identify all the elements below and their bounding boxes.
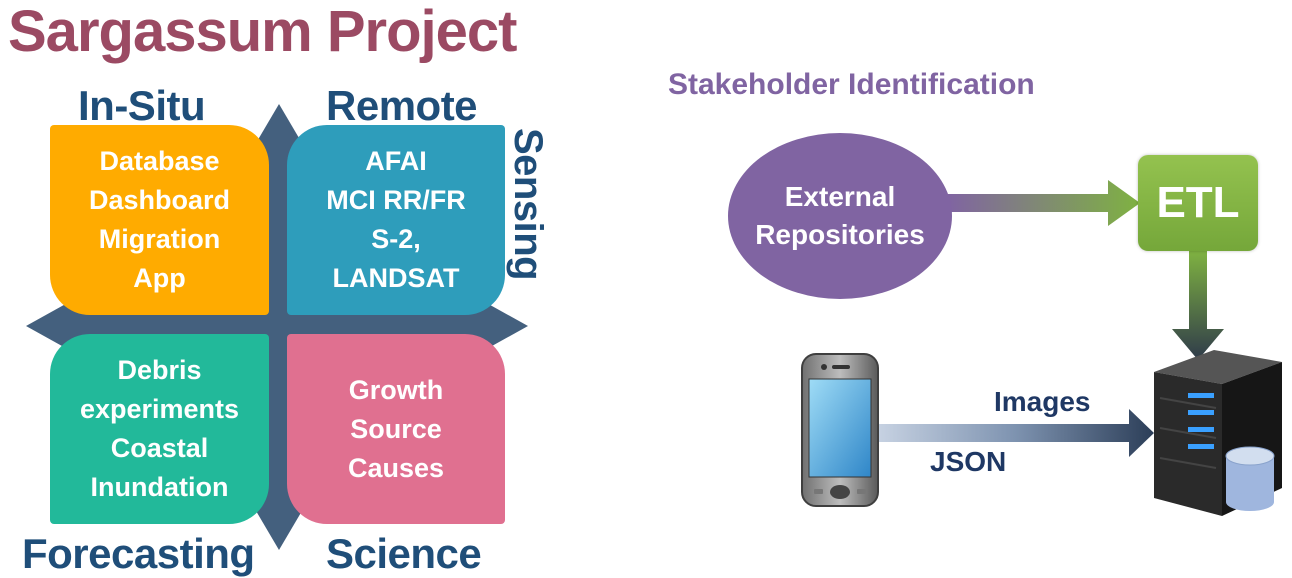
database-icon: [1225, 446, 1275, 511]
json-label: JSON: [930, 446, 1007, 477]
quad-line: Database: [99, 146, 220, 176]
quad-line: LANDSAT: [332, 263, 460, 293]
quad-line: App: [133, 263, 186, 293]
stakeholder-identification-label: Stakeholder Identification: [668, 68, 1035, 101]
external-repositories-node: External Repositories: [728, 133, 952, 299]
quad-line: experiments: [79, 394, 240, 424]
etl-node: ETL: [1138, 155, 1258, 251]
quad-line: Source: [350, 413, 442, 444]
label-in-situ: In-Situ: [78, 82, 206, 129]
arrow-etl-to-server: [1172, 251, 1224, 360]
label-forecasting: Forecasting: [22, 530, 255, 577]
quad-line: Growth: [348, 374, 444, 405]
quad-line: S-2,: [371, 224, 421, 254]
label-remote: Remote: [326, 82, 478, 129]
label-science: Science: [326, 530, 482, 577]
quad-line: Migration: [98, 224, 221, 254]
images-label: Images: [994, 386, 1091, 417]
quadrant-in-situ: Database Dashboard Migration App: [50, 125, 269, 315]
quad-line: Causes: [347, 452, 445, 483]
quadrant-remote-sensing: AFAI MCI RR/FR S-2, LANDSAT: [287, 125, 505, 315]
node-line: External: [784, 181, 896, 212]
quad-line: AFAI: [365, 146, 427, 176]
arrow-phone-to-server: [876, 409, 1154, 457]
quad-line: Debris: [117, 355, 202, 385]
label-sensing: Sensing: [506, 128, 550, 281]
quad-line: Inundation: [90, 472, 229, 502]
arrow-repos-to-etl: [948, 180, 1140, 226]
node-line: Repositories: [755, 219, 925, 250]
quadrant-science: Growth Source Causes: [287, 334, 505, 524]
quadrant-forecasting: Debris experiments Coastal Inundation: [50, 334, 269, 524]
flow-arrows: [876, 180, 1224, 457]
phone-icon: [801, 353, 879, 507]
quad-line: Coastal: [110, 433, 209, 463]
server-icon: [1154, 350, 1282, 516]
quad-line: Dashboard: [88, 185, 231, 215]
quad-line: MCI RR/FR: [326, 185, 466, 215]
project-title: Sargassum Project: [8, 0, 517, 64]
